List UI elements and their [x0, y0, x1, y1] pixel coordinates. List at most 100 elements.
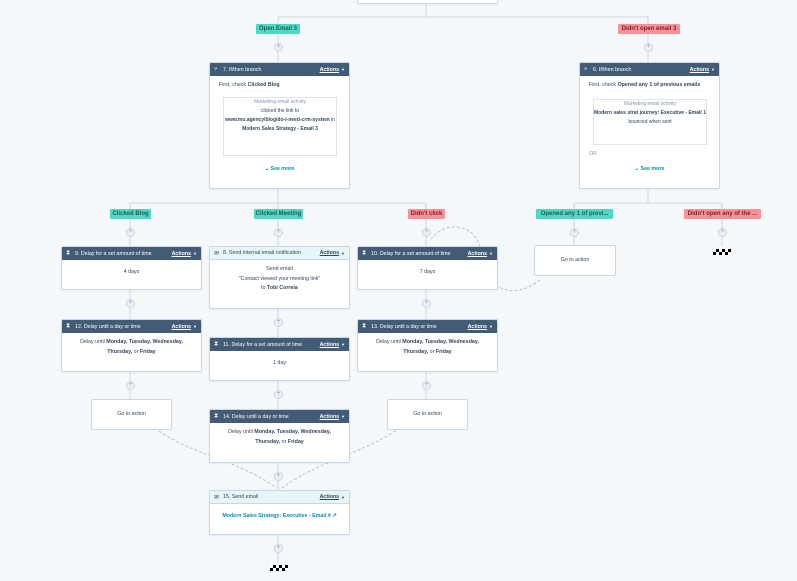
actions-menu[interactable]: Actions: [467, 250, 488, 257]
card-title: 15. Send email: [223, 494, 259, 500]
delay-value: 4 days: [123, 269, 140, 275]
card-title: 9. Delay for a set amount of time: [75, 250, 152, 257]
actions-menu[interactable]: Actions: [171, 323, 192, 330]
end-flag-icon: [713, 249, 731, 255]
branch-tag-clicked-meeting[interactable]: Clicked Meeting: [254, 209, 303, 219]
add-action-button[interactable]: +: [274, 472, 283, 481]
card-title: 11. Delay for a set amount of time: [223, 341, 303, 348]
add-action-button[interactable]: +: [422, 299, 431, 308]
add-action-button[interactable]: +: [274, 390, 283, 399]
branch-tag-didnt-open-any[interactable]: Didn't open any of the ...: [684, 209, 761, 219]
add-action-button[interactable]: +: [126, 381, 135, 390]
see-more-link[interactable]: ⌄ See more: [264, 166, 295, 172]
branch-tag-opened-any[interactable]: Opened any 1 of previ...: [536, 209, 613, 219]
card-header: ⧗ 11. Delay for a set amount of time Act…: [210, 338, 349, 351]
card-7-if-then-branch[interactable]: ⑂ 7. If/then branch Actions ▼ First, che…: [209, 62, 350, 189]
branch-tag-clicked-blog[interactable]: Clicked Blog: [110, 209, 151, 219]
email-icon: ✉: [214, 494, 220, 501]
hourglass-icon: ⧗: [66, 250, 71, 256]
add-action-button[interactable]: +: [644, 43, 653, 52]
actions-menu[interactable]: Actions: [689, 66, 710, 73]
add-action-button[interactable]: +: [718, 228, 727, 237]
chevron-down-icon: ▼: [341, 342, 345, 347]
hourglass-icon: ⧗: [362, 323, 367, 329]
or-label: OR: [589, 151, 597, 157]
external-link-icon[interactable]: ↗: [332, 513, 337, 519]
hourglass-icon: ⧗: [214, 341, 219, 347]
card-15-send-email[interactable]: ✉ 15. Send email Actions ▼ Modern Sales …: [209, 490, 350, 535]
actions-menu[interactable]: Actions: [319, 250, 340, 256]
card-title: 8. Send internal email notification: [223, 250, 302, 256]
add-action-button[interactable]: +: [274, 43, 283, 52]
add-action-button[interactable]: +: [274, 318, 283, 327]
add-action-button[interactable]: +: [274, 544, 283, 553]
hourglass-icon: ⧗: [214, 413, 219, 419]
actions-menu[interactable]: Actions: [467, 323, 488, 330]
add-action-button[interactable]: +: [422, 381, 431, 390]
card-title: 6. If/then branch: [593, 66, 632, 73]
card-title: 7. If/then branch: [223, 66, 262, 73]
card-header: ⧗ 13. Delay until a day or time Actions …: [358, 320, 497, 333]
add-action-button[interactable]: +: [274, 228, 283, 237]
delay-value: 7 days: [419, 269, 436, 275]
chevron-down-icon: ▼: [489, 324, 493, 329]
card-title: 12. Delay until a day or time: [75, 323, 141, 330]
card-title: 10. Delay for a set amount of time: [371, 250, 451, 257]
actions-menu[interactable]: Actions: [319, 66, 340, 73]
delay-until-body: Delay until Monday, Tuesday, Wednesday, …: [228, 429, 331, 445]
see-more-link[interactable]: ⌄ See more: [634, 166, 665, 172]
branch-tag-didnt-open-email-3[interactable]: Didn't open email 3: [618, 24, 680, 34]
delay-until-body: Delay until Monday, Tuesday, Wednesday, …: [80, 339, 183, 355]
card-header: ✉ 8. Send internal email notification Ac…: [210, 247, 349, 260]
chevron-down-icon: ▼: [341, 494, 345, 500]
chevron-down-icon: ▼: [193, 324, 197, 329]
chevron-down-icon: ▼: [341, 414, 345, 419]
card-10-delay[interactable]: ⧗ 10. Delay for a set amount of time Act…: [357, 246, 498, 290]
add-action-button[interactable]: +: [126, 228, 135, 237]
add-action-button[interactable]: +: [422, 228, 431, 237]
branch-icon: ⑂: [584, 66, 588, 73]
card-header: ⧗ 9. Delay for a set amount of time Acti…: [62, 247, 201, 260]
card-title: 13. Delay until a day or time: [371, 323, 437, 330]
go-to-action-button[interactable]: Go to action: [387, 399, 468, 430]
hourglass-icon: ⧗: [66, 323, 71, 329]
actions-menu[interactable]: Actions: [319, 341, 340, 348]
email-link[interactable]: Modern Sales Strategy: Executive - Email…: [222, 513, 331, 519]
card-header: ⑂ 6. If/then branch Actions ▼: [580, 63, 719, 76]
branch-tag-didnt-click[interactable]: Didn't click: [408, 209, 445, 219]
add-action-button[interactable]: +: [126, 299, 135, 308]
chevron-down-icon: ▼: [489, 251, 493, 256]
first-check: First, check Clicked Blog: [219, 82, 280, 88]
chevron-down-icon: ▼: [341, 250, 345, 256]
card-11-delay[interactable]: ⧗ 11. Delay for a set amount of time Act…: [209, 337, 350, 381]
end-flag-icon: [270, 565, 288, 571]
card-header: ✉ 15. Send email Actions ▼: [210, 491, 349, 504]
filter-box: Marketing email activity Modern sales st…: [593, 99, 707, 145]
card-9-delay[interactable]: ⧗ 9. Delay for a set amount of time Acti…: [61, 246, 202, 290]
card-6-if-then-branch[interactable]: ⑂ 6. If/then branch Actions ▼ First, che…: [579, 62, 720, 189]
first-check: First, check Opened any 1 of previous em…: [589, 82, 701, 88]
card-8-internal-notification[interactable]: ✉ 8. Send internal email notification Ac…: [209, 246, 350, 309]
top-card-partial: [357, 0, 498, 4]
branch-tag-open-email-3[interactable]: Open Email 3: [256, 24, 300, 34]
card-title: 14. Delay until a day or time: [223, 413, 289, 420]
hourglass-icon: ⧗: [362, 250, 367, 256]
go-to-action-button[interactable]: Go to action: [91, 399, 172, 430]
notification-body: Send email "Contact viewed your meeting …: [238, 266, 321, 291]
email-link-row: Modern Sales Strategy: Executive - Email…: [210, 504, 349, 522]
branch-icon: ⑂: [214, 66, 218, 73]
go-to-action-button[interactable]: Go to action: [534, 245, 616, 276]
chevron-down-icon: ▼: [341, 67, 345, 72]
card-header: ⑂ 7. If/then branch Actions ▼: [210, 63, 349, 76]
chevron-down-icon: ▼: [711, 67, 715, 72]
filter-box: Marketing email activity clicked the lin…: [223, 97, 337, 156]
card-14-delay-until[interactable]: ⧗ 14. Delay until a day or time Actions …: [209, 409, 350, 463]
actions-menu[interactable]: Actions: [171, 250, 192, 257]
card-12-delay-until[interactable]: ⧗ 12. Delay until a day or time Actions …: [61, 319, 202, 372]
card-13-delay-until[interactable]: ⧗ 13. Delay until a day or time Actions …: [357, 319, 498, 372]
actions-menu[interactable]: Actions: [319, 494, 340, 500]
card-header: ⧗ 10. Delay for a set amount of time Act…: [358, 247, 497, 260]
add-action-button[interactable]: +: [570, 228, 579, 237]
card-header: ⧗ 14. Delay until a day or time Actions …: [210, 410, 349, 423]
actions-menu[interactable]: Actions: [319, 413, 340, 420]
